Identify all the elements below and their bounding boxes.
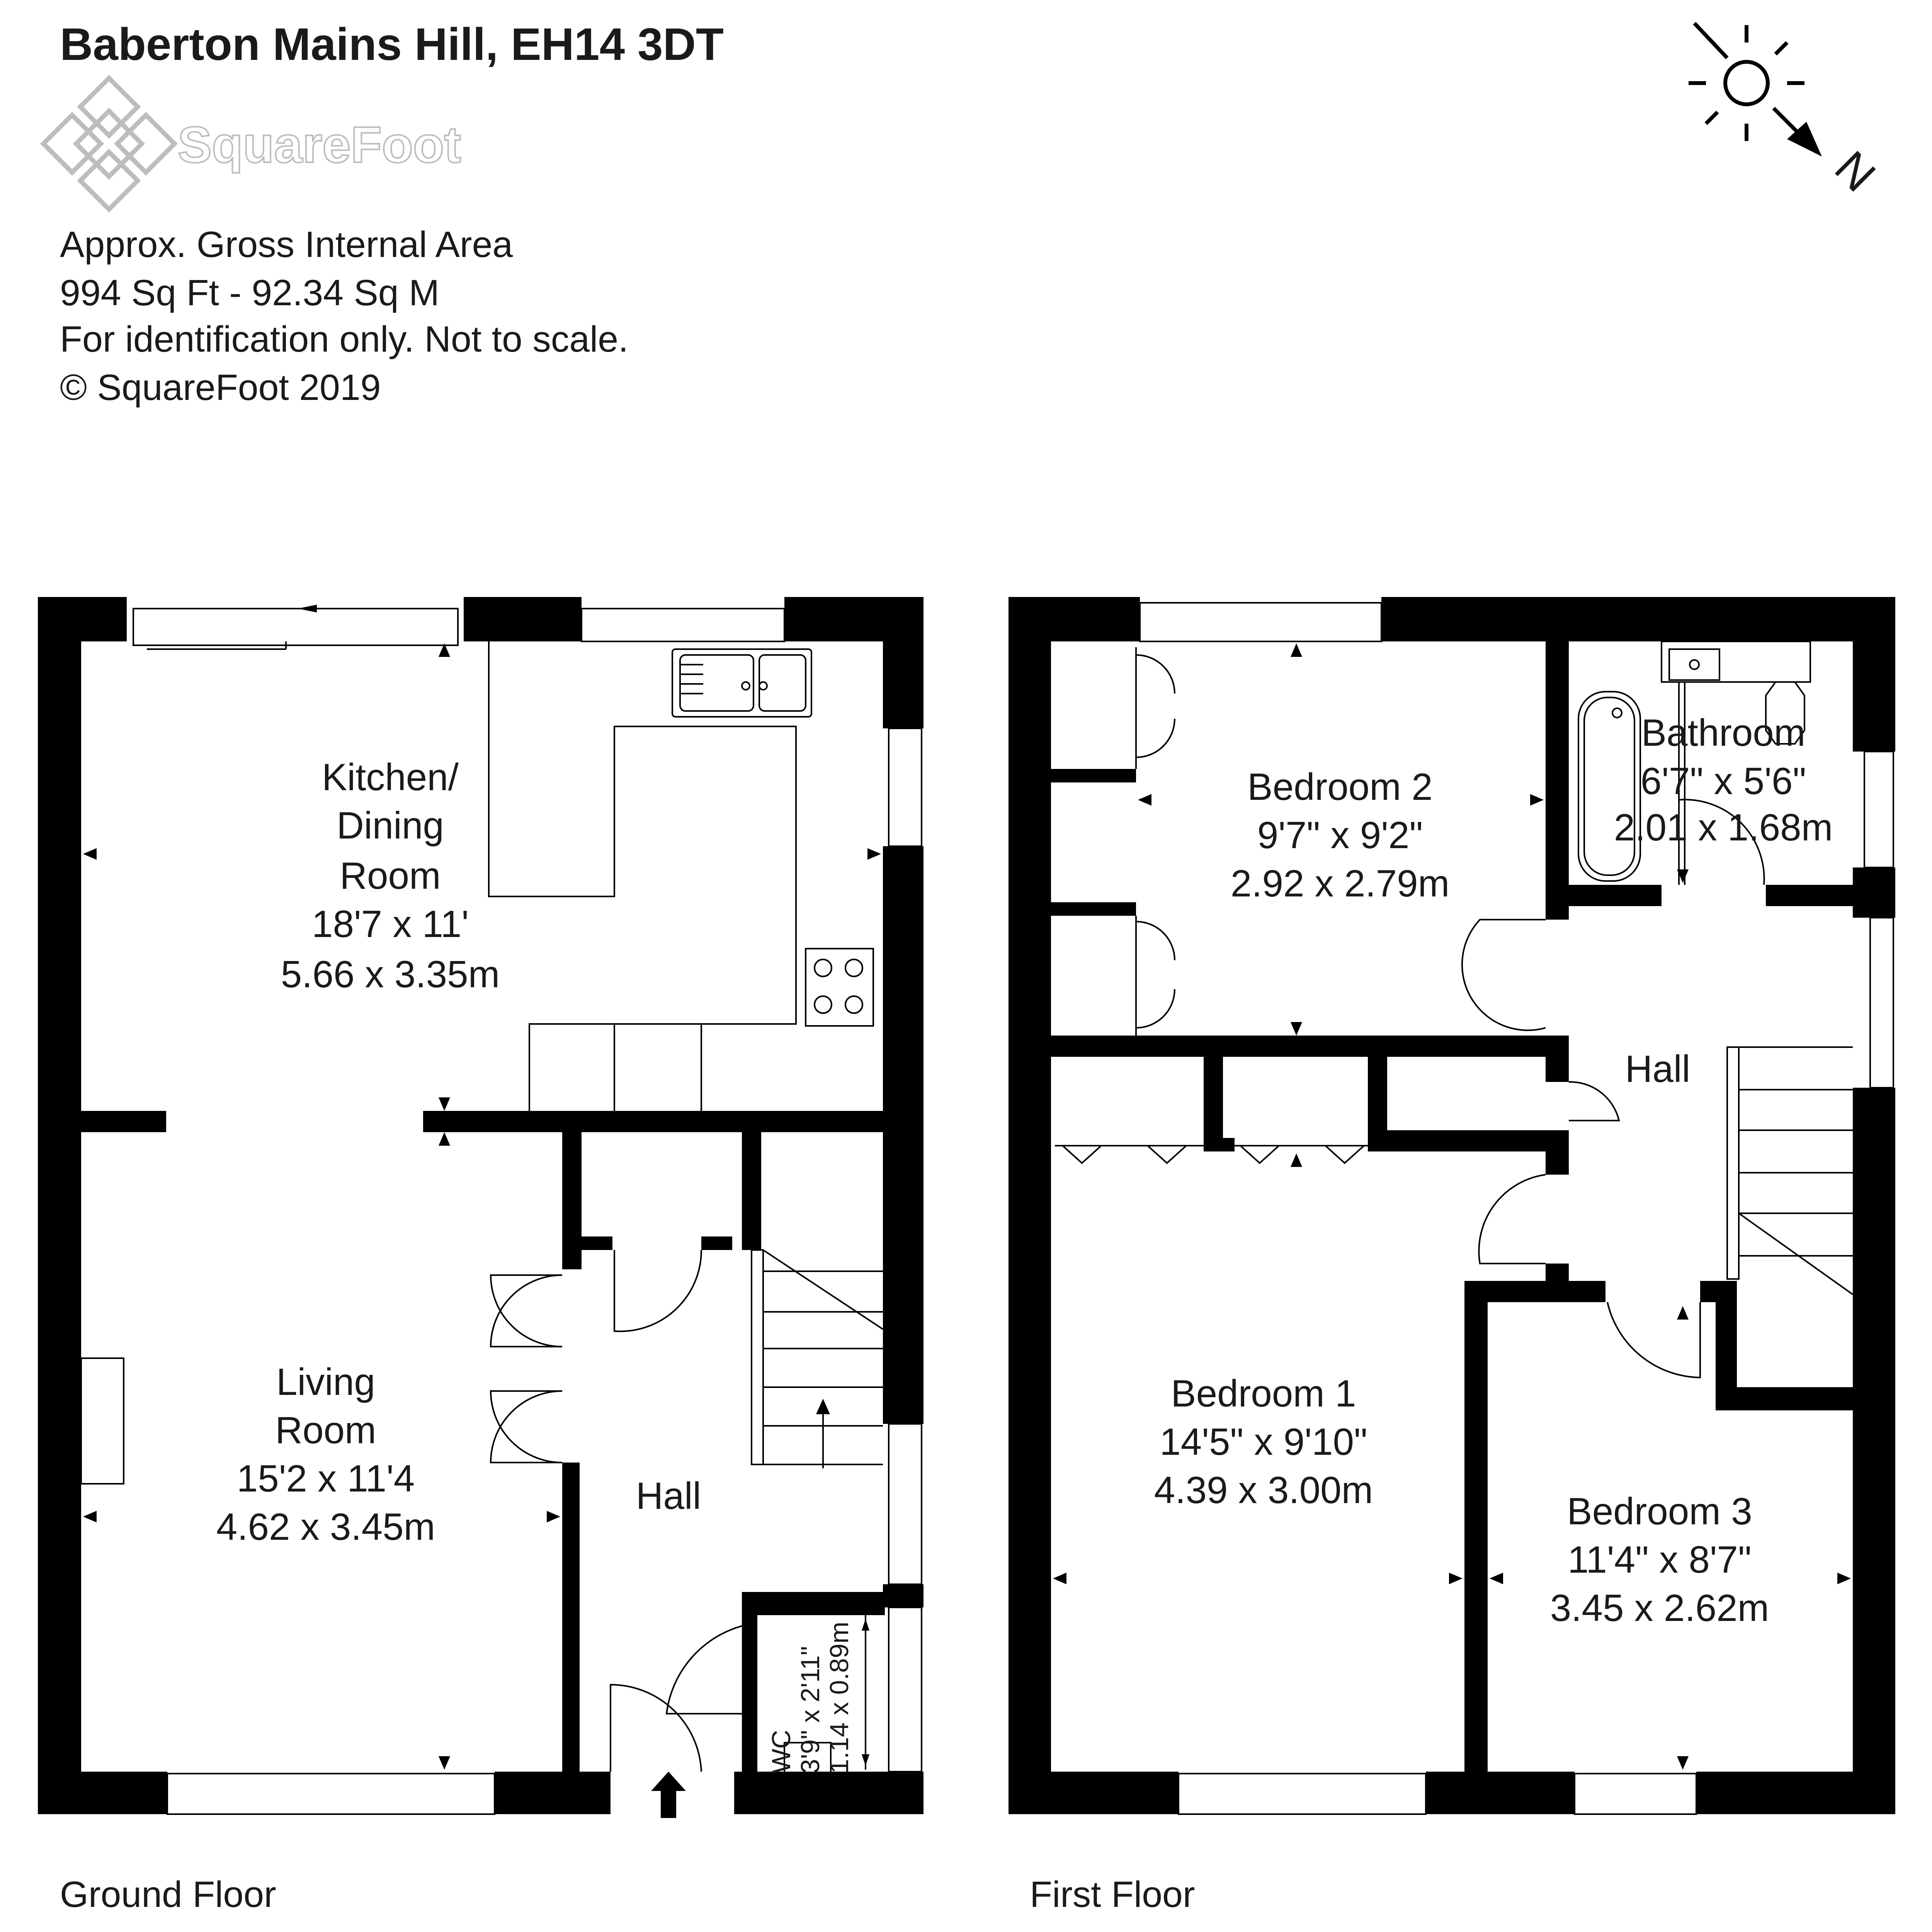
first-floor-plan: Bedroom 2 9'7" x 9'2" 2.92 x 2.79m Bathr… [1009,597,1895,1915]
living-label-1: Living [276,1361,375,1403]
ground-floor-label: Ground Floor [60,1874,276,1915]
first-floor-label: First Floor [1030,1874,1195,1915]
bedroom1-label: Bedroom 1 [1171,1372,1356,1415]
kitchen-label-1: Kitchen/ [322,756,459,798]
living-imperial: 15'2 x 11'4 [237,1457,415,1500]
kitchen-label-2: Dining [337,804,444,847]
copyright: © SquareFoot 2019 [60,367,381,408]
bedroom3-label: Bedroom 3 [1567,1490,1752,1532]
wc-metric: 1.14 x 0.89m [825,1622,854,1774]
wc-imperial: 3'9" x 2'11" [796,1646,825,1774]
bathroom-metric: 2.01 x 1.68m [1614,806,1833,849]
bedroom3-metric: 3.45 x 2.62m [1550,1587,1769,1629]
ground-floor-plan: Kitchen/ Dining Room 18'7 x 11' 5.66 x 3… [38,597,923,1915]
bedroom1-metric: 4.39 x 3.00m [1154,1469,1373,1511]
ground-hall-label: Hall [636,1475,701,1517]
bathroom-label: Bathroom [1641,711,1806,754]
kitchen-imperial: 18'7 x 11' [312,903,469,945]
disclaimer: For identification only. Not to scale. [60,319,628,360]
area-value: 994 Sq Ft - 92.34 Sq M [60,272,439,313]
entrance-arrow-icon [651,1772,686,1818]
property-title: Baberton Mains Hill, EH14 3DT [60,19,724,70]
living-label-2: Room [275,1409,376,1451]
bedroom2-metric: 2.92 x 2.79m [1231,862,1450,905]
bathroom-imperial: 6'7" x 5'6" [1641,760,1806,802]
bedroom1-imperial: 14'5" x 9'10" [1160,1420,1367,1463]
sun-compass-icon: N [1689,22,1885,201]
kitchen-label-3: Room [340,854,440,897]
logo-text: SquareFoot [178,116,461,173]
first-hall-label: Hall [1625,1048,1690,1090]
area-label: Approx. Gross Internal Area [60,224,513,265]
squarefoot-logo-icon [40,75,178,213]
bedroom3-imperial: 11'4" x 8'7" [1568,1538,1752,1581]
living-metric: 4.62 x 3.45m [216,1505,435,1548]
bedroom2-imperial: 9'7" x 9'2" [1257,814,1423,856]
bedroom2-label: Bedroom 2 [1247,765,1432,808]
kitchen-metric: 5.66 x 3.35m [281,953,500,995]
compass-north-letter: N [1825,141,1885,201]
wc-label: WC [767,1730,796,1774]
